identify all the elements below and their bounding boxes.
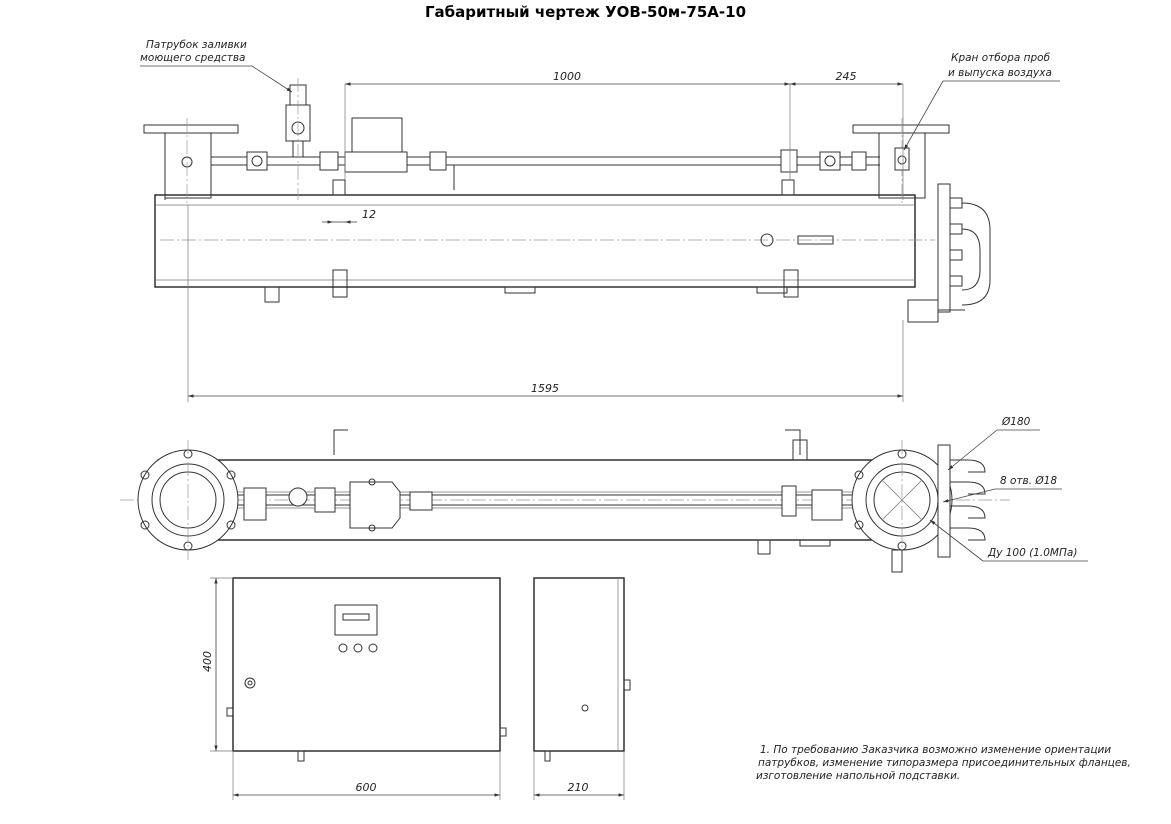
sampling-valve xyxy=(894,147,910,171)
end-cap-assembly xyxy=(907,183,991,323)
dim-245: 245 xyxy=(836,70,857,83)
plan-sensor-housing xyxy=(349,481,401,529)
plan-body xyxy=(157,459,914,541)
control-cabinet-side: 210 xyxy=(533,577,631,800)
sampling-pipeline xyxy=(211,117,880,190)
callout-flange-dia: Ø180 xyxy=(1001,416,1031,428)
plan-view: Ø180 8 отв. Ø18 Ду 100 (1.0МПа) xyxy=(120,416,1088,573)
plan-right-flange xyxy=(851,440,953,560)
dim-1000: 1000 xyxy=(553,70,581,83)
note-line2: патрубков, изменение типоразмера присоед… xyxy=(758,757,1131,769)
callout-inlet-line1: Патрубок заливки xyxy=(146,39,247,51)
dim-400: 400 xyxy=(201,651,214,672)
left-flange xyxy=(143,118,239,205)
ballast-box xyxy=(907,299,939,323)
callout-nominal: Ду 100 (1.0МПа) xyxy=(987,547,1077,559)
dim-210: 210 xyxy=(568,781,589,794)
plan-left-flange xyxy=(137,440,239,560)
note-line3: изготовление напольной подставки. xyxy=(756,770,960,782)
drawing-title: Габаритный чертеж УОВ-50м-75А-10 xyxy=(424,3,747,21)
dim-1595: 1595 xyxy=(531,382,559,395)
callout-valve-line2: и выпуска воздуха xyxy=(948,67,1052,79)
notes: 1. По требованию Заказчика возможно изме… xyxy=(756,744,1131,782)
callout-inlet-line2: моющего средства xyxy=(140,52,245,64)
note-line1: 1. По требованию Заказчика возможно изме… xyxy=(760,744,1111,756)
front-view: 1000 245 12 1595 Патрубок заливки моющег… xyxy=(140,39,1060,402)
callout-valve-line1: Кран отбора проб xyxy=(951,52,1051,64)
lamp-chamber-body xyxy=(154,194,916,288)
dim-600: 600 xyxy=(356,781,377,794)
dim-12: 12 xyxy=(362,208,376,221)
control-cabinet-front: 400 600 xyxy=(201,577,507,800)
callout-holes: 8 отв. Ø18 xyxy=(1000,475,1057,487)
detergent-inlet xyxy=(285,78,311,200)
